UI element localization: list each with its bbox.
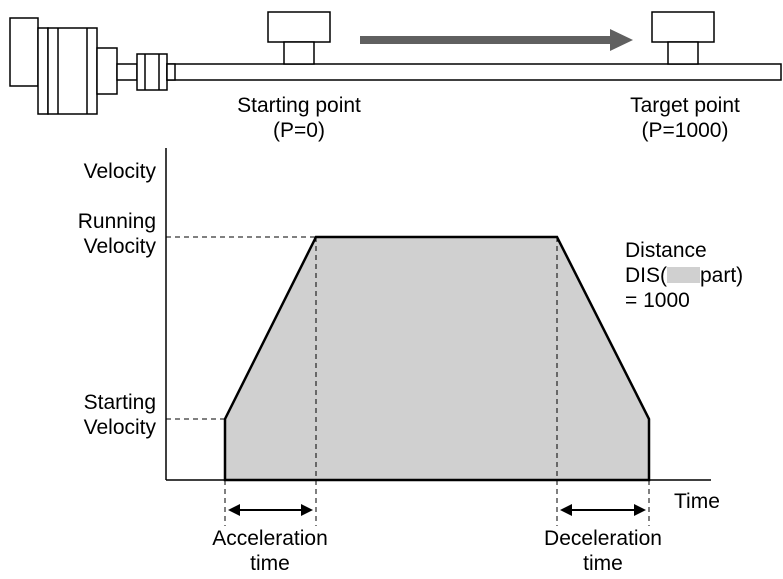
acceleration-time-label: Acceleration time	[190, 526, 350, 576]
distance-suffix: part)	[700, 264, 744, 287]
distance-line1: Distance	[625, 239, 707, 262]
guide-lines	[166, 236, 650, 526]
coupling-icon	[136, 53, 168, 91]
target-point-label: Target point (P=1000)	[610, 93, 760, 143]
motor-icon	[9, 17, 138, 115]
distance-line2: DIS( part)	[625, 263, 743, 288]
running-velocity-label: Running Velocity	[40, 209, 156, 259]
rail-icon	[166, 63, 782, 81]
x-axis-label: Time	[674, 490, 720, 513]
deceleration-line1: Deceleration	[544, 527, 662, 550]
y-axis-label: Velocity	[83, 160, 156, 183]
distance-area	[223, 235, 651, 482]
deceleration-time-label: Deceleration time	[523, 526, 683, 576]
start-point-label: Starting point (P=0)	[219, 93, 379, 143]
motion-arrow-icon	[360, 29, 633, 51]
acceleration-time-arrow	[228, 504, 313, 516]
area-swatch-icon	[667, 267, 700, 283]
axes	[165, 148, 711, 481]
deceleration-time-arrow	[560, 504, 646, 516]
start-point-name: Starting point	[237, 94, 361, 117]
target-point-position: (P=1000)	[641, 119, 729, 142]
carriage-target-icon	[651, 11, 715, 65]
starting-velocity-line1: Starting	[83, 391, 156, 414]
starting-velocity-label: Starting Velocity	[40, 390, 156, 440]
distance-line3: = 1000	[625, 289, 690, 312]
running-velocity-line2: Velocity	[83, 235, 156, 258]
distance-annotation: Distance DIS( part) = 1000	[625, 238, 743, 313]
carriage-start-icon	[267, 11, 331, 65]
acceleration-line1: Acceleration	[212, 527, 328, 550]
distance-prefix: DIS(	[625, 264, 667, 287]
running-velocity-line1: Running	[77, 210, 156, 233]
deceleration-line2: time	[583, 552, 623, 575]
target-point-name: Target point	[630, 94, 740, 117]
starting-velocity-line2: Velocity	[83, 416, 156, 439]
acceleration-line2: time	[250, 552, 290, 575]
start-point-position: (P=0)	[273, 119, 325, 142]
